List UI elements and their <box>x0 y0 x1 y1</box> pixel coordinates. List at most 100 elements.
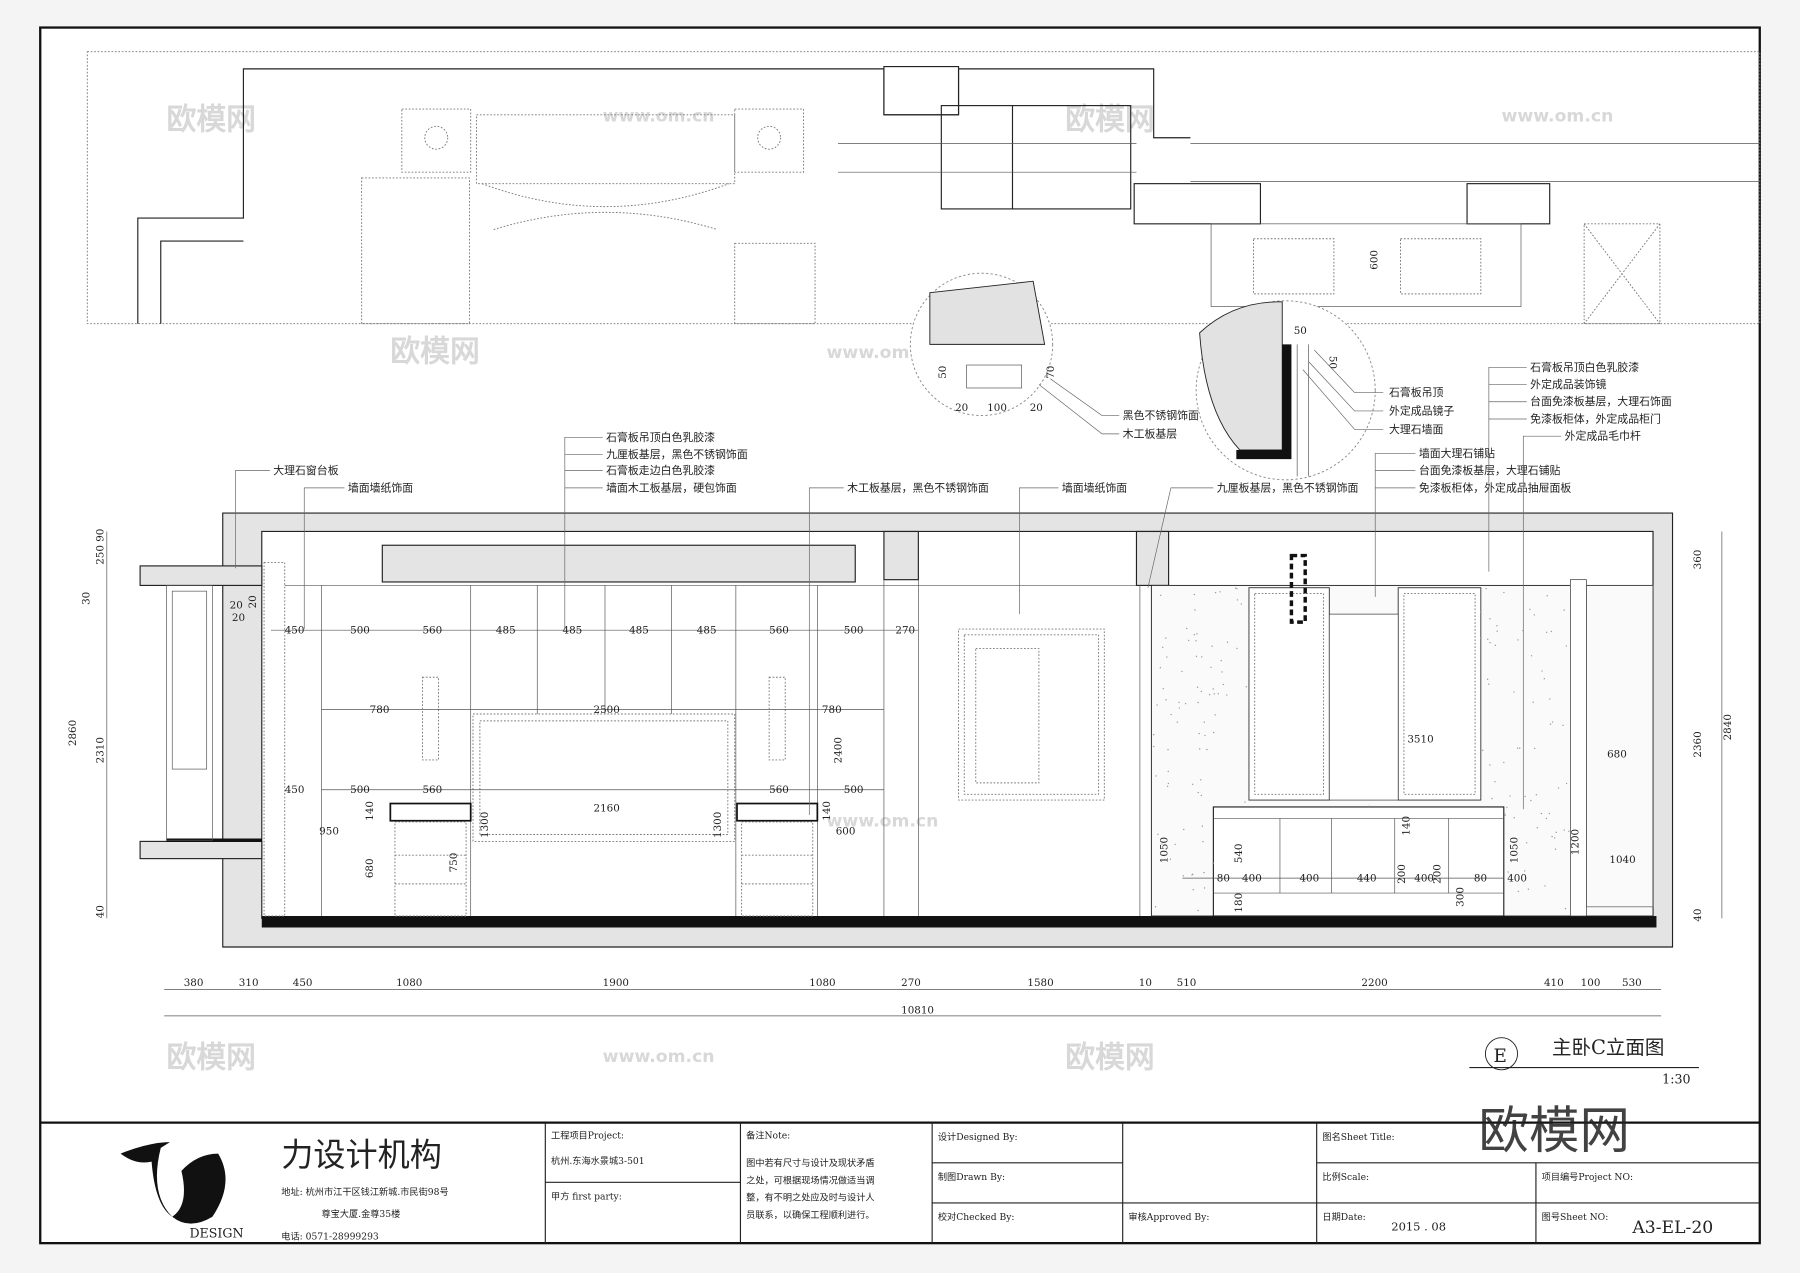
sheet-title-label: 图名Sheet Title: <box>1322 1131 1394 1143</box>
watermark: www.om.cn <box>1501 107 1613 127</box>
dimension-label: 2500 <box>594 704 620 716</box>
detail-dim: 50 <box>1294 325 1307 337</box>
dimension-label: 1080 <box>396 977 422 989</box>
dimension-label: 400 <box>1242 873 1262 885</box>
annotation: 墙面木工板基层，硬包饰面 <box>606 480 737 494</box>
annotation: 木工板基层，黑色不锈钢饰面 <box>847 480 989 494</box>
dimension-label: 1580 <box>1027 977 1053 989</box>
annotations: 大理石窗台板 墙面墙纸饰面 石膏板吊顶白色乳胶漆 九厘板基层，黑色不锈钢饰面 石… <box>235 360 1672 815</box>
dimension-label: 140 <box>364 801 376 821</box>
drawing-title-text: 主卧C立面图 <box>1552 1036 1664 1059</box>
dimension-label: 3510 <box>1407 734 1433 746</box>
dimension-label: 500 <box>350 625 370 637</box>
annotation: 台面免漆板基层，大理石铺贴 <box>1419 463 1561 477</box>
dimension-label: 2400 <box>832 737 844 763</box>
designed-label: 设计Designed By: <box>938 1131 1018 1143</box>
dimension-label: 10 <box>1139 977 1152 989</box>
watermark: 欧模网 <box>1065 1041 1154 1076</box>
dimension-label: 485 <box>563 625 583 637</box>
checked-label: 校对Checked By: <box>938 1211 1015 1223</box>
detail-dim: 20 <box>1030 402 1043 414</box>
project-label: 工程项目Project: <box>551 1131 624 1142</box>
annotation: 石膏板走边白色乳胶漆 <box>606 463 715 477</box>
dimension-label: 2360 <box>1692 731 1704 757</box>
watermark: 欧模网 <box>167 103 256 138</box>
note-line: 图中若有尺寸与设计及现状矛盾 <box>746 1157 874 1169</box>
dimension-label: 485 <box>697 625 717 637</box>
dimension-label: 485 <box>629 625 649 637</box>
annotation: 免漆板柜体，外定成品柜门 <box>1530 411 1661 425</box>
date-label: 日期Date: <box>1322 1212 1365 1223</box>
drawing-scale: 1:30 <box>1662 1072 1690 1087</box>
annotation: 黑色不锈钢饰面 <box>1123 408 1199 422</box>
dimension-label: 1300 <box>479 812 491 838</box>
annotation: 石膏板吊顶白色乳胶漆 <box>606 430 715 444</box>
plan-dimension: 600 <box>1369 250 1381 270</box>
detail-dim: 100 <box>987 402 1007 414</box>
brand-watermark: 欧模网 <box>1479 1101 1631 1160</box>
dimension-label: 2840 <box>1722 714 1734 740</box>
dimension-label: 270 <box>901 977 921 989</box>
detail-dim: 50 <box>1326 356 1338 369</box>
dimension-label: 140 <box>1401 816 1413 836</box>
dimension-label: 250 <box>94 545 106 565</box>
dimension-label: 1050 <box>1158 837 1170 863</box>
dimension-label: 310 <box>239 977 259 989</box>
dimension-label: 510 <box>1177 977 1197 989</box>
note-line: 之处，可根据现场情况做适当调 <box>746 1174 874 1186</box>
dimension-label: 1900 <box>603 977 629 989</box>
dimension-label: 780 <box>822 704 842 716</box>
watermark: www.om.cn <box>827 811 939 831</box>
annotation: 外定成品装饰镜 <box>1530 377 1606 391</box>
dimension-label: 270 <box>895 625 915 637</box>
annotation: 外定成品镜子 <box>1389 403 1454 417</box>
dimension-label: 600 <box>836 826 856 838</box>
company-name: 力设计机构 <box>281 1136 442 1174</box>
dimension-label: 540 <box>1233 843 1245 863</box>
dimension-label: 20 <box>230 599 243 611</box>
address-line: 尊宝大厦.金尊35楼 <box>321 1208 400 1220</box>
watermark: 欧模网 <box>167 1041 256 1076</box>
annotation: 墙面墙纸饰面 <box>1062 480 1127 494</box>
watermarks: 欧模网 www.om.cn 欧模网 欧模网 www.om.cn www.om.c… <box>167 103 1614 1076</box>
detail-circle-2: 50 50 石膏板吊顶 外定成品镜子 大理石墙面 <box>1195 300 1454 481</box>
dimension-label: 300 <box>1455 887 1467 907</box>
client-label: 甲方 first party: <box>551 1191 622 1203</box>
dimension-label: 1050 <box>1509 837 1521 863</box>
drawing-title: E 主卧C立面图 1:30 <box>1469 1036 1699 1087</box>
watermark: 欧模网 <box>1065 103 1154 138</box>
watermark: www.om.cn <box>603 107 715 127</box>
dimension-label: 2310 <box>94 737 106 763</box>
dimension-label: 410 <box>1544 977 1564 989</box>
annotation: 墙面大理石铺贴 <box>1419 446 1495 460</box>
dimension-label: 30 <box>81 592 93 605</box>
annotation: 九厘板基层，黑色不锈钢饰面 <box>606 447 748 461</box>
annotation: 木工板基层 <box>1123 426 1178 440</box>
detail-dim: 70 <box>1045 366 1057 379</box>
dimension-label: 560 <box>422 784 442 796</box>
scale-label: 比例Scale: <box>1322 1171 1369 1183</box>
dimension-label: 950 <box>319 826 339 838</box>
watermark: 欧模网 <box>390 335 479 370</box>
detail-dim: 50 <box>937 366 949 379</box>
sheet-no-value: A3-EL-20 <box>1631 1218 1713 1238</box>
annotation: 九厘板基层，黑色不锈钢饰面 <box>1217 480 1359 494</box>
dimension-label: 560 <box>769 784 789 796</box>
dimension-label: 780 <box>370 704 390 716</box>
dimension-label: 500 <box>844 625 864 637</box>
dimension-label: 680 <box>364 858 376 878</box>
logo-text: DESIGN <box>189 1225 243 1240</box>
dimension-label: 1040 <box>1609 854 1635 866</box>
annotation: 大理石墙面 <box>1389 422 1444 436</box>
dimension-label: 20 <box>232 612 245 624</box>
watermark: www.om.cn <box>827 343 939 363</box>
dimension-label: 380 <box>184 977 204 989</box>
dimension-label: 80 <box>1474 873 1487 885</box>
dimension-label: 530 <box>1622 977 1642 989</box>
detail-circle-1: 50 20 100 20 70 黑色不锈钢饰面 木工板基层 <box>909 272 1199 440</box>
dimension-label: 40 <box>1692 909 1704 922</box>
phone: 电话: 0571-28999293 <box>281 1231 379 1243</box>
dimension-lines <box>106 531 1723 1017</box>
dimension-label: 1300 <box>712 812 724 838</box>
